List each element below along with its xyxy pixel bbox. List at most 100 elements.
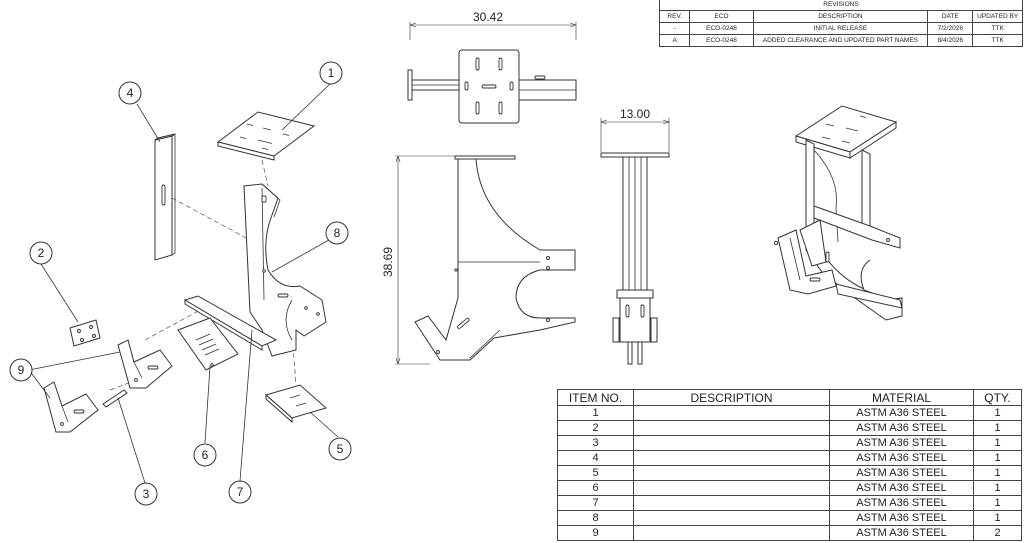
bom-item-no: 6 bbox=[557, 480, 634, 496]
bom-qty: 1 bbox=[973, 510, 1022, 526]
part-wheel-middle-plate bbox=[102, 389, 128, 408]
dim-front-height: 38.69 bbox=[381, 247, 395, 277]
revision-date: 7/2/2026 bbox=[927, 22, 974, 35]
bom-qty: 1 bbox=[973, 420, 1022, 436]
part-outer-plate-upper bbox=[117, 339, 173, 389]
bom-description-redacted bbox=[633, 435, 830, 451]
balloon-8-label: 8 bbox=[334, 226, 341, 240]
balloon-6-label: 6 bbox=[202, 448, 209, 462]
bom-item-no: 3 bbox=[557, 435, 634, 451]
bom-description-redacted bbox=[633, 405, 830, 421]
bom-item-no: 2 bbox=[557, 420, 634, 436]
revision-eco: ECO-0248 bbox=[689, 34, 754, 47]
revisions-col-description: DESCRIPTION bbox=[752, 10, 929, 23]
bom-col-description: DESCRIPTION bbox=[633, 389, 830, 406]
bom-col-material: MATERIAL bbox=[829, 389, 974, 406]
part-main-bracket bbox=[243, 183, 327, 357]
bom-material: ASTM A36 STEEL bbox=[829, 525, 974, 541]
balloon-9: 9 bbox=[9, 358, 33, 382]
side-view: 13.00 bbox=[600, 107, 670, 365]
bom-description-redacted bbox=[633, 420, 830, 436]
revisions-col-eco: ECO bbox=[689, 10, 754, 23]
bom-col-item-no: ITEM NO. bbox=[557, 389, 634, 406]
bom-material: ASTM A36 STEEL bbox=[829, 435, 974, 451]
bom-qty: 1 bbox=[973, 495, 1022, 511]
dim-side-width: 13.00 bbox=[620, 107, 650, 121]
part-outer-plate-lower bbox=[43, 381, 99, 433]
bom-qty: 1 bbox=[973, 465, 1022, 481]
bom-material: ASTM A36 STEEL bbox=[829, 450, 974, 466]
balloon-6: 6 bbox=[193, 443, 217, 467]
bom-item-no: 5 bbox=[557, 465, 634, 481]
revision-date: 8/4/2026 bbox=[927, 34, 974, 47]
revision-row: A ECO-0248 ADDED CLEARANCE AND UPDATED P… bbox=[658, 34, 1023, 47]
balloon-7: 7 bbox=[228, 480, 252, 504]
bom-material: ASTM A36 STEEL bbox=[829, 420, 974, 436]
bom-item-no: 4 bbox=[557, 450, 634, 466]
bom-header-row: ITEM NO. DESCRIPTION MATERIAL QTY. bbox=[557, 389, 1022, 406]
revisions-title: REVISIONS bbox=[659, 0, 1023, 11]
balloon-4-label: 4 bbox=[127, 86, 134, 100]
revisions-col-rev: REV. bbox=[658, 10, 691, 23]
bom-description-redacted bbox=[633, 510, 830, 526]
bom-material: ASTM A36 STEEL bbox=[829, 510, 974, 526]
bom-material: ASTM A36 STEEL bbox=[829, 405, 974, 421]
revisions-header-row: REV. ECO DESCRIPTION DATE UPDATED BY bbox=[658, 10, 1023, 23]
bom-item-no: 7 bbox=[557, 495, 634, 511]
part-angled-plate bbox=[177, 317, 239, 371]
part-side-plate bbox=[154, 133, 176, 261]
bom-material: ASTM A36 STEEL bbox=[829, 465, 974, 481]
bom-description-redacted bbox=[633, 465, 830, 481]
revisions-col-updated-by: UPDATED BY bbox=[972, 10, 1023, 23]
revision-updated-by: TTK bbox=[972, 22, 1023, 35]
revision-rev: - bbox=[658, 22, 691, 35]
bom-description-redacted bbox=[633, 495, 830, 511]
bom-item-no: 9 bbox=[557, 525, 634, 541]
part-bottom-plate bbox=[264, 384, 328, 424]
revision-description: ADDED CLEARANCE AND UPDATED PART NAMES bbox=[752, 34, 929, 47]
bom-material: ASTM A36 STEEL bbox=[829, 495, 974, 511]
part-u-mount-plate bbox=[69, 319, 101, 347]
bom-qty: 1 bbox=[973, 480, 1022, 496]
exploded-view: 1 4 2 8 9 6 5 3 7 bbox=[9, 61, 352, 506]
balloon-2: 2 bbox=[29, 241, 53, 265]
balloon-8: 8 bbox=[325, 221, 349, 245]
isometric-view bbox=[773, 105, 903, 321]
balloon-7-label: 7 bbox=[237, 485, 244, 499]
revision-row: - ECO-0248 INITIAL RELEASE 7/2/2026 TTK bbox=[658, 22, 1023, 35]
balloon-5-label: 5 bbox=[337, 442, 344, 456]
bom-description-redacted bbox=[633, 450, 830, 466]
dim-top-width: 30.42 bbox=[473, 10, 503, 24]
revision-description: INITIAL RELEASE bbox=[752, 22, 929, 35]
revisions-col-date: DATE bbox=[927, 10, 974, 23]
part-middle-plate-long bbox=[183, 295, 278, 351]
bom-qty: 1 bbox=[973, 405, 1022, 421]
revision-rev: A bbox=[658, 34, 691, 47]
balloon-9-label: 9 bbox=[18, 363, 25, 377]
bom-material: ASTM A36 STEEL bbox=[829, 480, 974, 496]
part-top-plate bbox=[216, 111, 316, 161]
bom-item-no: 1 bbox=[557, 405, 634, 421]
balloon-2-label: 2 bbox=[38, 246, 45, 260]
bom-qty: 2 bbox=[973, 525, 1022, 541]
bom-col-qty: QTY. bbox=[973, 389, 1022, 406]
bom-description-redacted bbox=[633, 525, 830, 541]
balloon-1: 1 bbox=[319, 61, 343, 85]
bom-item-no: 8 bbox=[557, 510, 634, 526]
bom-qty: 1 bbox=[973, 450, 1022, 466]
balloon-3-label: 3 bbox=[143, 487, 150, 501]
bom-qty: 1 bbox=[973, 435, 1022, 451]
bom-description-redacted bbox=[633, 480, 830, 496]
revision-updated-by: TTK bbox=[972, 34, 1023, 47]
balloon-3: 3 bbox=[134, 482, 158, 506]
balloon-5: 5 bbox=[328, 437, 352, 461]
front-view: 38.69 bbox=[381, 155, 576, 365]
